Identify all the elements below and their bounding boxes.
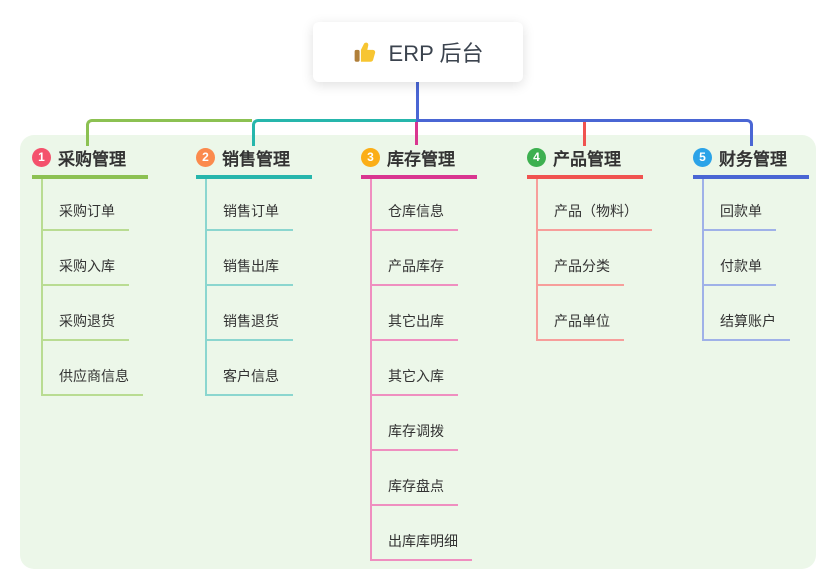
child-node-label: 其它出库 [388,313,444,329]
child-node-label: 客户信息 [223,368,279,384]
child-node[interactable]: 采购入库 [41,257,129,286]
child-node[interactable]: 库存调拨 [370,422,458,451]
child-node[interactable]: 库存盘点 [370,477,458,506]
child-node-label: 采购入库 [59,258,115,274]
child-node-label: 产品单位 [554,313,610,329]
child-node[interactable]: 结算账户 [702,312,790,341]
child-node[interactable]: 产品库存 [370,257,458,286]
child-node-label: 产品（物料） [554,203,638,219]
child-node[interactable]: 客户信息 [205,367,293,396]
branch-header-4[interactable]: 4 产品管理 [527,146,643,179]
child-node-label: 产品分类 [554,258,610,274]
branch-children-connector-line [536,179,538,341]
child-node[interactable]: 出库库明细 [370,532,472,561]
branches-panel [20,135,816,569]
branch-header-1[interactable]: 1 采购管理 [32,146,148,179]
branch-number-badge: 1 [32,147,51,167]
branch-number-badge: 4 [527,147,546,167]
child-node-label: 库存调拨 [388,423,444,439]
connector-line-branch-2 [252,119,416,146]
branch-label: 销售管理 [222,149,290,169]
root-node-label: ERP 后台 [388,41,484,66]
branch-children-connector-line [702,179,704,341]
branch-header-2[interactable]: 2 销售管理 [196,146,312,179]
child-node-label: 付款单 [720,258,762,274]
child-node-label: 出库库明细 [388,533,458,549]
branch-header-3[interactable]: 3 库存管理 [361,146,477,179]
connector-line-branch-1 [86,119,252,146]
thumbs-up-icon [353,39,379,65]
branch-children-connector-line [205,179,207,396]
branch-label: 财务管理 [719,149,787,169]
child-node[interactable]: 销售退货 [205,312,293,341]
child-node[interactable]: 采购订单 [41,202,129,231]
child-node-label: 仓库信息 [388,203,444,219]
child-node-label: 采购退货 [59,313,115,329]
branch-number-badge: 2 [196,147,215,167]
branch-header-5[interactable]: 5 财务管理 [693,146,809,179]
root-connector-line [416,82,419,121]
child-node-label: 其它入库 [388,368,444,384]
child-node[interactable]: 其它出库 [370,312,458,341]
child-node[interactable]: 销售订单 [205,202,293,231]
child-node[interactable]: 产品单位 [536,312,624,341]
child-node-label: 库存盘点 [388,478,444,494]
child-node[interactable]: 付款单 [702,257,776,286]
child-node-label: 销售退货 [223,313,279,329]
connector-line-branch-3 [415,121,418,145]
child-node-label: 采购订单 [59,203,115,219]
branch-label: 产品管理 [553,149,621,169]
child-node[interactable]: 其它入库 [370,367,458,396]
branch-children-connector-line [41,179,43,396]
child-node[interactable]: 销售出库 [205,257,293,286]
child-node-label: 销售出库 [223,258,279,274]
child-node[interactable]: 仓库信息 [370,202,458,231]
branch-number-badge: 5 [693,147,712,167]
child-node[interactable]: 产品分类 [536,257,624,286]
branch-number-badge: 3 [361,147,380,167]
branch-label: 库存管理 [387,149,455,169]
child-node[interactable]: 采购退货 [41,312,129,341]
connector-line-branch-4 [583,121,586,146]
child-node-label: 回款单 [720,203,762,219]
child-node-label: 结算账户 [720,313,776,329]
connector-line-branch-5 [416,119,753,146]
root-node[interactable]: ERP 后台 [313,22,523,82]
child-node[interactable]: 供应商信息 [41,367,143,396]
branch-children-connector-line [370,179,372,561]
child-node[interactable]: 回款单 [702,202,776,231]
child-node-label: 供应商信息 [59,368,129,384]
child-node-label: 产品库存 [388,258,444,274]
branch-label: 采购管理 [58,149,126,169]
child-node[interactable]: 产品（物料） [536,202,652,231]
child-node-label: 销售订单 [223,203,279,219]
